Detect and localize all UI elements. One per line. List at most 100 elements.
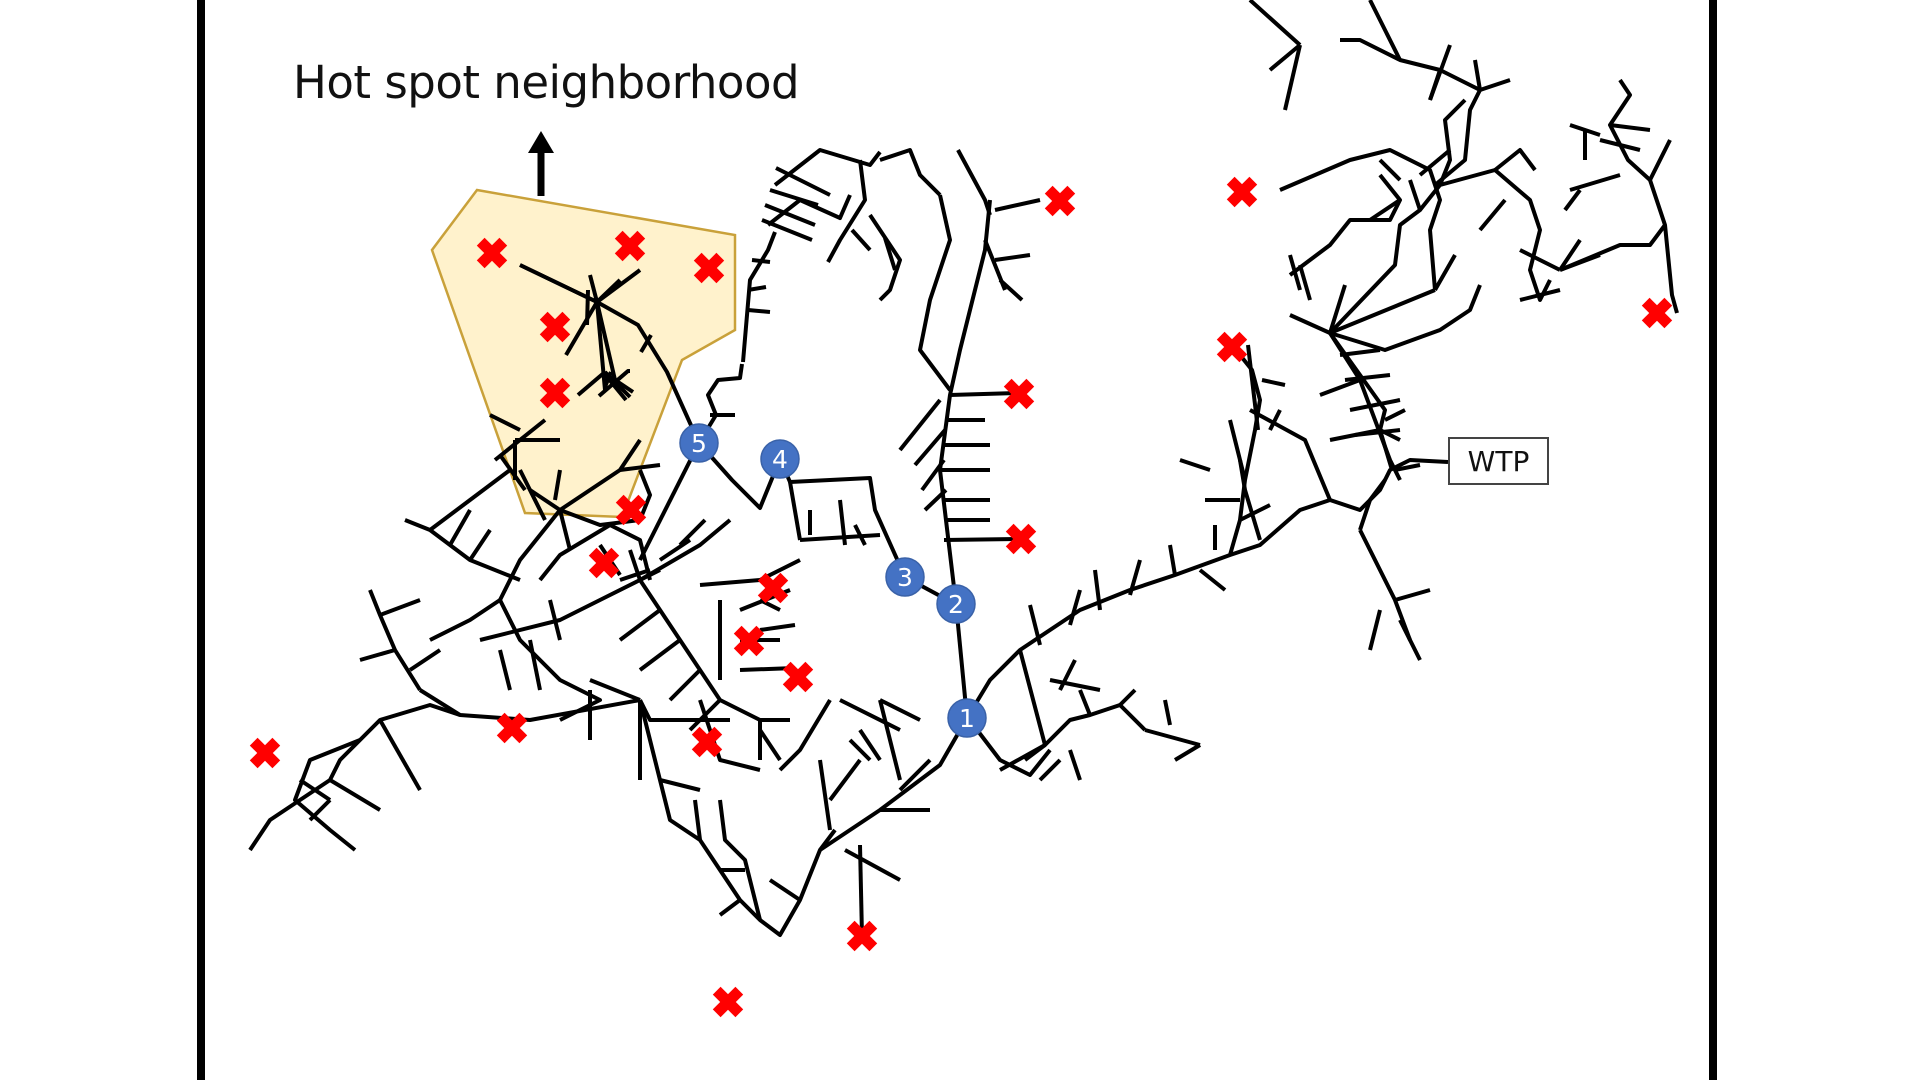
pipe-segment xyxy=(468,528,492,562)
pipe-segment xyxy=(758,728,782,762)
pipe-segment xyxy=(248,698,641,852)
pipe-segment xyxy=(1168,544,1177,576)
pipe-segment xyxy=(595,278,622,304)
pipe-segment xyxy=(883,237,897,271)
pipe-segment xyxy=(659,778,701,792)
pipe-segment xyxy=(1368,0,1402,61)
frame-right-border xyxy=(1709,0,1717,1080)
pipe-segment xyxy=(1519,288,1561,302)
pipe-segment xyxy=(489,413,521,432)
pipe-segment xyxy=(761,218,813,242)
pipe-segment xyxy=(1339,348,1381,357)
pipe-segment xyxy=(718,898,742,917)
pipe-segment xyxy=(853,524,867,546)
pipe-segment xyxy=(588,274,599,303)
pipe-segment xyxy=(759,598,781,612)
pipe-segment xyxy=(718,799,762,921)
pipe-segment xyxy=(1288,173,1402,277)
pipe-segment xyxy=(528,488,562,512)
pipe-segment xyxy=(693,799,702,841)
pipe-segment xyxy=(966,716,1052,777)
failure-x-icon xyxy=(691,726,723,758)
pipe-segment xyxy=(949,391,1019,397)
pipe-segment xyxy=(965,458,1449,720)
pipe-segment xyxy=(778,698,832,772)
pipe-segment xyxy=(308,798,332,822)
pipe-segment xyxy=(1239,503,1271,522)
pipe-segment xyxy=(1238,459,1262,541)
pipe-segment xyxy=(1289,313,1331,335)
pipe-segment xyxy=(868,213,902,302)
pipe-segment xyxy=(818,759,832,831)
failure-x-icon xyxy=(1641,297,1673,329)
pipe-segment xyxy=(938,199,992,605)
pipe-segment xyxy=(518,469,547,521)
pipe-segment xyxy=(923,488,948,512)
failure-x-icon xyxy=(1044,185,1076,217)
hotspot-arrow-icon xyxy=(528,131,554,196)
pipe-segment xyxy=(747,308,771,314)
pipe-segment xyxy=(773,148,882,187)
pipe-segment xyxy=(1349,398,1401,412)
pipe-segment xyxy=(898,758,932,792)
frame-left-border xyxy=(197,0,205,1080)
pipe-segment xyxy=(678,518,707,547)
pipe-segment xyxy=(764,203,816,227)
pipe-segment xyxy=(1268,43,1302,72)
pipe-segment xyxy=(751,258,771,264)
sample-node-1: 1 xyxy=(947,698,987,738)
pipe-segment xyxy=(553,469,562,501)
pipe-segment xyxy=(1249,408,1332,501)
pipe-segment xyxy=(1261,378,1286,387)
pipe-segment xyxy=(638,442,701,561)
pipe-segment xyxy=(1038,758,1062,782)
failure-x-icon xyxy=(733,625,765,657)
svg-text:2: 2 xyxy=(948,590,964,619)
pipe-segment xyxy=(418,688,462,717)
pipe-segment xyxy=(558,509,572,551)
failure-x-icon xyxy=(615,494,647,526)
failure-x-icon xyxy=(249,737,281,769)
pipe-segment xyxy=(328,778,382,812)
pipe-segment xyxy=(747,285,767,292)
pipe-segment xyxy=(826,159,867,263)
pipe-segment xyxy=(1340,38,1481,92)
failure-x-icon xyxy=(1003,378,1035,410)
hotspot-neighborhood-region xyxy=(430,188,737,519)
pipe-segment xyxy=(1609,123,1651,132)
pipe-segment xyxy=(378,719,422,791)
pipe-segment xyxy=(994,253,1031,262)
pipe-segment xyxy=(697,441,782,510)
pipe-segment xyxy=(404,518,521,582)
pipe-segment xyxy=(359,648,396,662)
sample-node-5: 5 xyxy=(679,423,719,463)
pipe-segment xyxy=(1319,378,1361,397)
pipe-segment xyxy=(818,828,837,852)
pipe-segment xyxy=(1144,728,1201,747)
pipe-segment xyxy=(597,369,630,398)
failure-x-icon xyxy=(1005,523,1037,555)
pipe-segment xyxy=(638,699,969,937)
wtp-box: WTP xyxy=(1448,437,1549,485)
failure-markers xyxy=(249,176,1673,1018)
svg-text:3: 3 xyxy=(897,563,913,592)
pipe-segment xyxy=(920,458,946,492)
pipe-segment xyxy=(619,568,651,582)
failure-x-icon xyxy=(782,661,814,693)
pipe-segment xyxy=(741,231,777,363)
pipe-segment xyxy=(1478,198,1507,232)
svg-text:4: 4 xyxy=(772,445,788,474)
pipe-segment xyxy=(850,228,872,252)
pipe-segment xyxy=(839,698,901,732)
failure-x-icon xyxy=(496,712,528,744)
pipe-segment xyxy=(1023,743,1047,762)
pipe-segment xyxy=(1328,179,1422,335)
pipe-segment xyxy=(368,589,422,692)
pipe-segment xyxy=(1394,588,1431,602)
pipe-segment xyxy=(1068,749,1082,781)
pipe-segment xyxy=(1563,188,1582,212)
pipe-segment xyxy=(498,649,512,691)
sample-node-4: 4 xyxy=(760,439,800,479)
pipe-segment xyxy=(1068,589,1082,626)
pipe-segment xyxy=(1248,0,1302,47)
